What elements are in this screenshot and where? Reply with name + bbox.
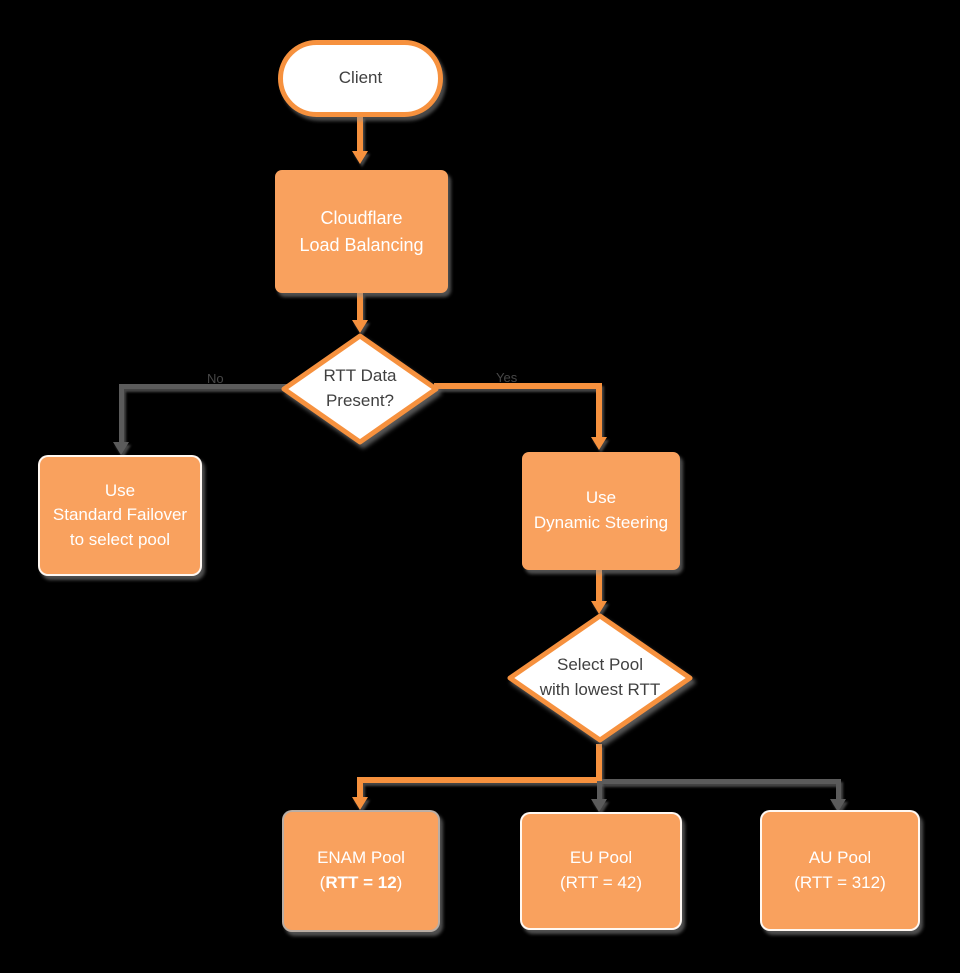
edge-segment — [434, 383, 602, 389]
edge-segment — [357, 116, 363, 152]
edge-segment — [596, 744, 602, 780]
diamond-shape — [281, 333, 439, 445]
diamond-shape — [507, 613, 693, 743]
node-label-line: RTT Data — [323, 366, 397, 386]
arrowhead-down-icon — [352, 797, 368, 810]
node-cloudflare-load-balancing: Cloudflare Load Balancing — [275, 170, 448, 293]
paren: ) — [396, 873, 403, 892]
edge-label-yes: Yes — [496, 370, 518, 385]
node-label-line: Present? — [325, 391, 395, 410]
node-client-label: Client — [338, 68, 383, 88]
node-enam-pool: ENAM Pool (RTT = 12) — [282, 810, 440, 932]
node-label-line: Use — [585, 488, 617, 508]
node-eu-pool: EU Pool (RTT = 42) — [520, 812, 682, 930]
edge-segment — [596, 570, 602, 602]
node-label-line: Standard Failover — [52, 505, 188, 525]
node-label: Select Pool with lowest RTT — [506, 612, 694, 744]
arrowhead-down-icon — [591, 437, 607, 450]
node-rtt-data-present-decision: RTT Data Present? — [280, 332, 440, 446]
node-label-line: with lowest RTT — [539, 680, 661, 699]
node-label-line: (RTT = 12) — [320, 871, 403, 896]
node-label-line: ENAM Pool — [317, 848, 405, 868]
node-label-line: Dynamic Steering — [533, 513, 669, 532]
edge-segment — [596, 383, 602, 438]
edge-segment — [120, 384, 287, 389]
node-label-line: to select pool — [69, 529, 171, 549]
edge-segment — [119, 384, 124, 443]
paren: ( — [319, 873, 326, 892]
node-label-line: Load Balancing — [299, 234, 424, 255]
node-label: RTT Data Present? — [280, 332, 440, 446]
node-use-dynamic-steering: Use Dynamic Steering — [522, 452, 680, 570]
arrowhead-down-icon — [113, 442, 129, 455]
node-label-line: (RTT = 312) — [794, 872, 886, 892]
edge-label-no: No — [207, 371, 224, 386]
rtt-value-bold: RTT = 12 — [325, 873, 397, 892]
node-label-line: Use — [104, 480, 136, 500]
edge-segment — [357, 777, 363, 798]
node-client: Client — [278, 40, 443, 117]
edge-segment — [836, 779, 841, 800]
node-au-pool: AU Pool (RTT = 312) — [760, 810, 920, 931]
edge-segment — [597, 781, 602, 800]
edge-segment — [357, 777, 602, 783]
edge-segment — [602, 779, 840, 784]
edge-segment — [357, 293, 363, 321]
arrowhead-down-icon — [591, 799, 607, 812]
node-use-standard-failover: Use Standard Failover to select pool — [38, 455, 202, 576]
node-label-line: AU Pool — [808, 847, 872, 867]
node-label-line: (RTT = 42) — [559, 873, 643, 892]
node-select-pool-decision: Select Pool with lowest RTT — [506, 612, 694, 744]
node-label-line: Cloudflare — [320, 208, 403, 229]
node-label-line: Select Pool — [557, 655, 643, 675]
arrowhead-down-icon — [352, 151, 368, 164]
node-label-line: EU Pool — [569, 848, 633, 868]
